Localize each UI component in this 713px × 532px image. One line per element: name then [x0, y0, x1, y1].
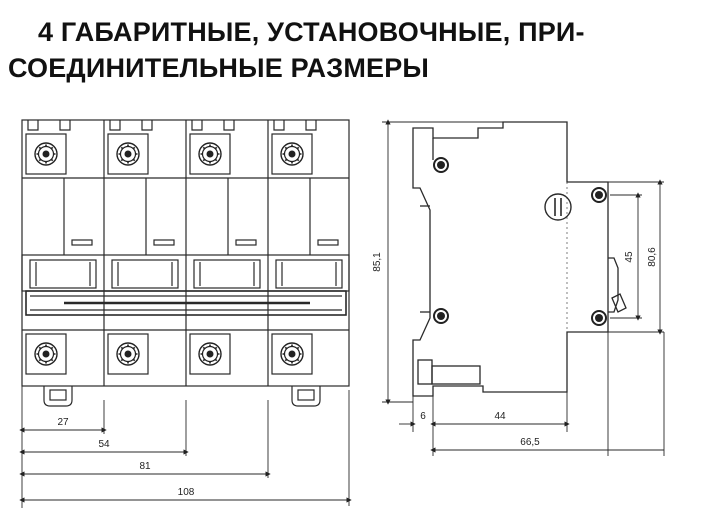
dimension-66-5: 66,5 — [520, 437, 540, 448]
dimension-44: 44 — [494, 411, 506, 422]
side-dimensions — [382, 119, 665, 456]
dimension-6: 6 — [420, 411, 426, 422]
terminal-screws — [34, 142, 304, 366]
screw-icon — [280, 142, 304, 166]
screw-icon — [198, 342, 222, 366]
screw-icon — [116, 342, 140, 366]
screw-icon — [116, 142, 140, 166]
screw-icon — [34, 142, 58, 166]
front-view — [21, 119, 350, 407]
screw-icon — [280, 342, 304, 366]
section-heading: 4 ГАБАРИТНЫЕ, УСТАНОВОЧНЫЕ, ПРИ- СОЕДИНИ… — [0, 14, 713, 86]
dimension-45: 45 — [624, 251, 635, 263]
dimension-54: 54 — [98, 439, 110, 450]
front-dimensions — [19, 386, 352, 508]
screw-icon — [198, 142, 222, 166]
side-view — [412, 121, 627, 397]
dimension-81: 81 — [139, 461, 151, 472]
heading-line-2: СОЕДИНИТЕЛЬНЫЕ РАЗМЕРЫ — [8, 53, 430, 83]
dimension-108: 108 — [178, 487, 195, 498]
screw-icon — [34, 342, 58, 366]
dimension-27: 27 — [57, 417, 69, 428]
side-screws — [433, 157, 607, 326]
dimension-80-6: 80,6 — [647, 247, 658, 267]
heading-line-1: 4 ГАБАРИТНЫЕ, УСТАНОВОЧНЫЕ, ПРИ- — [38, 17, 585, 47]
dimension-85-1: 85,1 — [372, 252, 383, 272]
